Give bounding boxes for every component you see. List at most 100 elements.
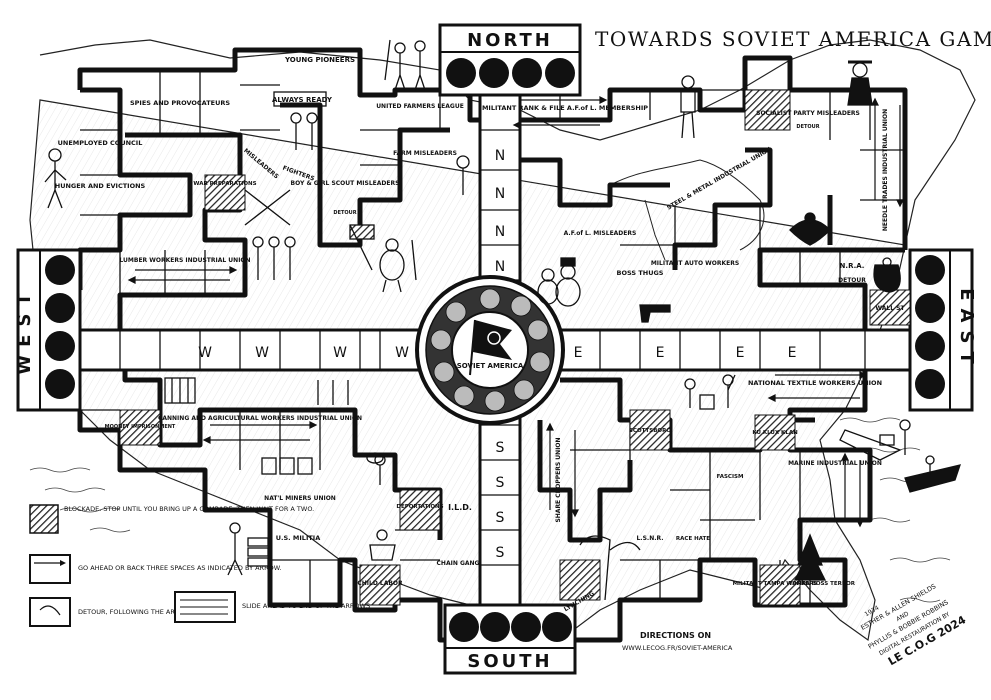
square-hunger[interactable]: HUNGER AND EVICTIONS bbox=[55, 182, 146, 190]
east-start-slot[interactable] bbox=[915, 331, 945, 361]
south-start-slot[interactable] bbox=[542, 612, 572, 642]
south-track-letter: S bbox=[496, 440, 505, 456]
pistol-icon bbox=[639, 304, 671, 323]
south-start-slot[interactable] bbox=[511, 612, 541, 642]
north-track-letter: N bbox=[495, 186, 505, 202]
square-mooney[interactable]: MOONEY IMPRISONMENT bbox=[105, 424, 176, 430]
legend-detour-text: DETOUR, FOLLOWING THE ARROWS bbox=[78, 608, 195, 616]
square-unemployed[interactable]: UNEMPLOYED COUNCIL bbox=[58, 139, 143, 147]
square-needle-trades[interactable]: NEEDLE TRADES INDUSTRIAL UNION bbox=[882, 109, 889, 231]
legend-slide-text: SLIDE AHEAD TO END OF THE ARROWS bbox=[242, 602, 370, 610]
blockade-square[interactable] bbox=[744, 89, 791, 131]
blockade-square[interactable] bbox=[204, 174, 246, 211]
figure-priest-icon bbox=[847, 60, 873, 106]
square-spies[interactable]: SPIES AND PROVOCATEURS bbox=[130, 99, 230, 107]
south-start-slot[interactable] bbox=[480, 612, 510, 642]
figure-eagle-icon bbox=[789, 212, 831, 246]
east-base: EAST bbox=[908, 248, 977, 412]
blockade-square[interactable] bbox=[869, 289, 911, 326]
square-nat-miners[interactable]: NAT'L MINERS UNION bbox=[264, 495, 336, 502]
south-start-slot[interactable] bbox=[449, 612, 479, 642]
figure-worker-icon bbox=[44, 148, 67, 209]
west-start-slot[interactable] bbox=[45, 255, 75, 285]
square-boy-girl-scout[interactable]: BOY & GIRL SCOUT MISLEADERS bbox=[291, 180, 400, 187]
tree-icon bbox=[793, 533, 827, 581]
square-lsnr[interactable]: L.S.N.R. bbox=[636, 535, 663, 542]
figure-factory-worker-icon bbox=[684, 378, 715, 410]
square-detour-scout[interactable]: DETOUR bbox=[333, 210, 356, 216]
blockade-square[interactable] bbox=[754, 414, 796, 451]
center-emblem: SOVIET AMERICA bbox=[415, 275, 565, 425]
east-start-slot[interactable] bbox=[915, 369, 945, 399]
square-nra[interactable]: N.R.A. bbox=[840, 262, 865, 270]
blockade-squares bbox=[119, 89, 911, 606]
legend-blockade-text: BLOCKADE. STOP UNTIL YOU BRING UP A COMR… bbox=[64, 505, 314, 513]
blockade-square[interactable] bbox=[119, 409, 161, 446]
tree-icon bbox=[579, 535, 641, 601]
prison-bars-icon bbox=[164, 377, 196, 404]
blockade-square[interactable] bbox=[629, 409, 671, 451]
square-boss-thugs[interactable]: BOSS THUGS bbox=[617, 269, 664, 277]
square-militant-tampa[interactable]: MILITANT TAMPA WORKERS bbox=[733, 581, 818, 587]
square-united-farmers[interactable]: UNITED FARMERS LEAGUE bbox=[376, 103, 464, 110]
directions-url[interactable]: WWW.LECOG.FR/SOVIET-AMERICA bbox=[622, 644, 733, 652]
square-detour-socialist[interactable]: DETOUR bbox=[796, 124, 819, 130]
square-deportations[interactable]: DEPORTATIONS bbox=[396, 504, 443, 510]
north-base: NORTH bbox=[438, 23, 582, 97]
south-track-letter: S bbox=[496, 545, 505, 561]
square-wall-st[interactable]: WALL ST bbox=[875, 305, 905, 312]
legend-go-ahead-swatch bbox=[29, 554, 71, 584]
legend: BLOCKADE. STOP UNTIL YOU BRING UP A COMR… bbox=[29, 504, 370, 627]
square-young-pioneers[interactable]: YOUNG PIONEERS bbox=[284, 56, 355, 64]
west-track-letter: W bbox=[198, 345, 212, 361]
square-chain-gang[interactable]: CHAIN GANG bbox=[437, 560, 480, 567]
square-farm-misleaders[interactable]: FARM MISLEADERS bbox=[393, 150, 457, 157]
north-start-slot[interactable] bbox=[479, 58, 509, 88]
square-marine[interactable]: MARINE INDUSTRIAL UNION bbox=[788, 460, 882, 467]
west-start-slot[interactable] bbox=[45, 369, 75, 399]
square-kkk[interactable]: KU KLUX KLAN bbox=[752, 430, 798, 436]
square-canning[interactable]: CANNING AND AGRICULTURAL WORKERS INDUSTR… bbox=[158, 415, 362, 422]
west-start-slot[interactable] bbox=[45, 331, 75, 361]
square-afl-misleaders[interactable]: A.F.of L. MISLEADERS bbox=[564, 230, 637, 237]
south-label: SOUTH bbox=[467, 651, 552, 672]
blockade-square[interactable] bbox=[759, 564, 801, 606]
square-militant-auto[interactable]: MILITANT AUTO WORKERS bbox=[651, 260, 739, 267]
north-start-slot[interactable] bbox=[446, 58, 476, 88]
square-fascism[interactable]: FASCISM bbox=[717, 474, 744, 480]
faces-icon bbox=[261, 457, 313, 475]
square-steel-metal[interactable]: STEEL & METAL INDUSTRIAL UNION bbox=[666, 146, 773, 212]
square-share-croppers[interactable]: SHARE CROPPERS UNION bbox=[555, 437, 562, 522]
legend-go-ahead-text: GO AHEAD OR BACK THREE SPACES AS INDICAT… bbox=[78, 564, 281, 572]
square-militant-bank[interactable]: MILITANT RANK & FILE A.F.of L. MEMBERSHI… bbox=[482, 104, 648, 112]
square-lumber[interactable]: LUMBER WORKERS INDUSTRIAL UNION bbox=[119, 257, 250, 264]
money-bag-icon bbox=[873, 257, 901, 293]
north-start-slot[interactable] bbox=[512, 58, 542, 88]
legend-detour-swatch bbox=[29, 597, 71, 627]
square-tampa-boss[interactable]: TAMPA BOSS TERROR bbox=[789, 581, 856, 587]
square-detour-nra[interactable]: DETOUR bbox=[838, 277, 866, 284]
square-national-textile[interactable]: NATIONAL TEXTILE WORKERS UNION bbox=[748, 379, 882, 387]
blockade-square[interactable] bbox=[359, 564, 401, 606]
east-start-slot[interactable] bbox=[915, 255, 945, 285]
square-scottsboro[interactable]: SCOTTSBORO bbox=[629, 428, 671, 434]
square-socialist[interactable]: SOCIALIST PARTY MISLEADERS bbox=[756, 110, 860, 117]
square-ild[interactable]: I.L.D. bbox=[448, 503, 472, 512]
east-start-slot[interactable] bbox=[915, 293, 945, 323]
main-track bbox=[77, 47, 908, 643]
east-track-letter: E bbox=[574, 345, 583, 361]
figure-three-workers-icon bbox=[252, 236, 296, 280]
square-always-ready[interactable]: ALWAYS READY bbox=[272, 96, 333, 104]
west-start-slot[interactable] bbox=[45, 293, 75, 323]
square-race-hate[interactable]: RACE HATE bbox=[676, 536, 710, 542]
decorative-figures bbox=[44, 39, 961, 601]
figure-worker-overalls-icon bbox=[680, 75, 696, 139]
blockade-square[interactable] bbox=[559, 559, 601, 601]
square-war-prep[interactable]: WAR PREPARATIONS bbox=[193, 181, 256, 187]
figure-striker-icon bbox=[722, 374, 736, 408]
square-us-militia[interactable]: U.S. MILITIA bbox=[276, 534, 321, 542]
square-child-labor[interactable]: CHILD LABOR bbox=[357, 580, 403, 587]
north-start-slot[interactable] bbox=[545, 58, 575, 88]
blockade-square[interactable] bbox=[399, 489, 441, 531]
